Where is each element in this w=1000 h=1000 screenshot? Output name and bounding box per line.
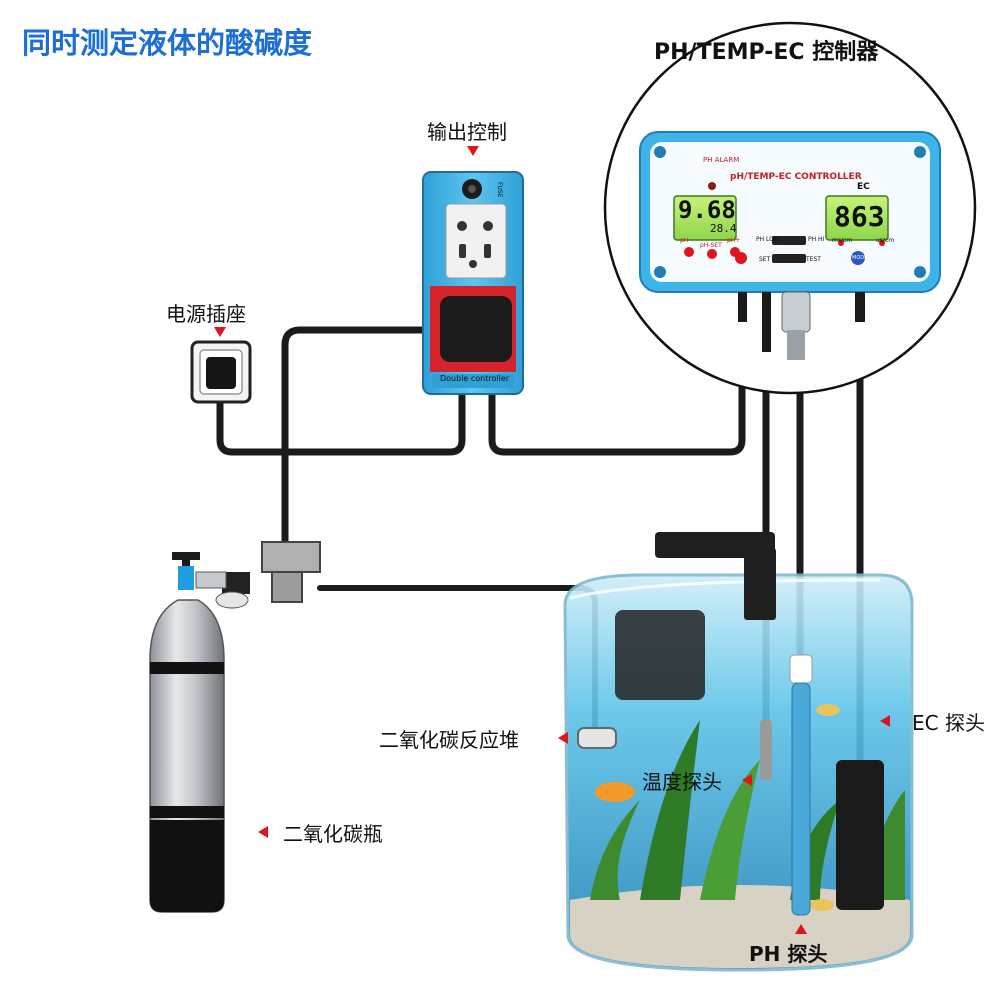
ph-lcd	[673, 195, 737, 241]
ph-plus-label: pH+	[727, 237, 741, 244]
co2-bottle-arrow	[258, 826, 268, 838]
diagram-heading: 同时测定液体的酸碱度	[22, 26, 313, 60]
co2-bottle-label: 二氧化碳瓶	[283, 822, 383, 846]
controller-output-cable	[488, 296, 746, 456]
ec-probe	[836, 760, 884, 910]
output-box-bottom-label: Double controller	[440, 374, 510, 383]
ph-low-label: PH LOW	[756, 236, 780, 243]
solenoid-valve	[215, 541, 321, 609]
test-label: TEST	[806, 256, 821, 263]
co2-reactor-arrow	[558, 732, 568, 744]
controller-panel-label: pH/TEMP-EC CONTROLLER	[730, 172, 862, 182]
ph-hi-label: PH HI	[808, 236, 825, 243]
set-label: SET	[759, 256, 771, 263]
power-socket-label: 电源插座	[166, 302, 246, 326]
co2-tube	[317, 585, 598, 731]
temp-probe-arrow	[742, 774, 752, 786]
ph-alarm-label: PH ALARM	[703, 156, 740, 164]
co2-reactor	[577, 727, 617, 749]
ec-unit-ms: ms/cm	[832, 237, 853, 244]
solenoid-cable	[281, 326, 449, 549]
temp-probe-label: 温度探头	[642, 770, 722, 794]
ph-reading: 9.68	[678, 196, 736, 224]
output-control-arrow	[467, 146, 479, 156]
controller-title: PH/TEMP-EC 控制器	[654, 40, 879, 65]
temp-reading: 28.4	[710, 222, 737, 235]
co2-reactor-label: 二氧化碳反应堆	[379, 728, 519, 752]
output-control-box	[422, 171, 524, 395]
mode-button-label: MODE	[852, 255, 868, 261]
power-socket-arrow	[214, 327, 226, 337]
ph-minus-label: pH-	[680, 237, 691, 244]
co2-bottle	[149, 552, 227, 913]
output-control-label: 输出控制	[427, 120, 507, 144]
power-cable	[216, 388, 466, 456]
ec-unit-us: us/cm	[876, 237, 895, 244]
temperature-probe	[760, 720, 772, 780]
ph-probe	[791, 682, 811, 916]
ec-label: EC	[857, 182, 870, 192]
ec-probe-label: EC 探头	[912, 711, 985, 735]
ec-reading: 863	[834, 200, 885, 233]
power-socket	[190, 340, 252, 404]
ec-probe-arrow	[880, 715, 890, 727]
ph-probe-arrow	[795, 924, 807, 934]
ec-lcd	[825, 195, 889, 241]
aquarium	[563, 532, 914, 972]
fuse-label: FUSE	[496, 182, 503, 198]
ph-set-label: pH-SET	[700, 242, 722, 249]
ph-probe-label: PH 探头	[749, 942, 828, 966]
controller-magnifier	[603, 21, 977, 395]
